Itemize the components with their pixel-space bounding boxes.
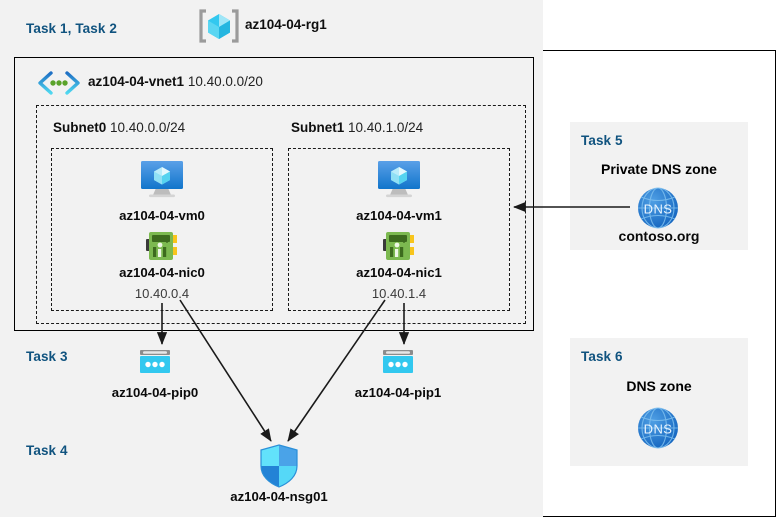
- virtual-machine-icon: [137, 158, 187, 202]
- dns-globe-icon: DNS: [633, 184, 683, 232]
- pip0-label: az104-04-pip0: [111, 385, 199, 400]
- dns-zone-title: DNS zone: [626, 378, 692, 394]
- resource-group-cube-icon: [198, 7, 240, 45]
- task-label-6: Task 6: [581, 349, 623, 364]
- nsg-label: az104-04-nsg01: [230, 489, 328, 504]
- vnet-title: az104-04-vnet1 10.40.0.0/20: [88, 74, 263, 89]
- svg-text:DNS: DNS: [644, 202, 673, 217]
- pip1-label: az104-04-pip1: [354, 385, 442, 400]
- public-ip-address-icon: [135, 347, 175, 379]
- resource-group-header-band: [0, 0, 543, 50]
- subnet0-title: Subnet0 10.40.0.0/24: [53, 120, 186, 135]
- nic1-ip: 10.40.1.4: [371, 286, 427, 301]
- vm1-label: az104-04-vm1: [356, 208, 442, 223]
- virtual-machine-icon: [374, 158, 424, 202]
- task-label-5: Task 5: [581, 133, 623, 148]
- task-label-3: Task 3: [26, 349, 68, 364]
- svg-text:DNS: DNS: [644, 422, 673, 437]
- task-label-4: Task 4: [26, 443, 68, 458]
- task5-panel: [570, 122, 748, 250]
- private-dns-zone-title: Private DNS zone: [601, 161, 717, 177]
- task3-panel: [14, 338, 534, 406]
- nic0-label: az104-04-nic0: [119, 265, 205, 280]
- nic1-label: az104-04-nic1: [356, 265, 442, 280]
- vm0-label: az104-04-vm0: [119, 208, 205, 223]
- task-label-1-2: Task 1, Task 2: [26, 21, 117, 36]
- dns-globe-icon: DNS: [633, 404, 683, 452]
- virtual-network-icon: [36, 70, 82, 96]
- network-security-group-shield-icon: [257, 443, 301, 489]
- nic0-ip: 10.40.0.4: [134, 286, 190, 301]
- public-ip-address-icon: [378, 347, 418, 379]
- resource-group-name: az104-04-rg1: [245, 17, 327, 32]
- network-interface-icon: [381, 229, 417, 263]
- private-dns-zone-name: contoso.org: [618, 228, 700, 244]
- network-interface-icon: [144, 229, 180, 263]
- subnet1-title: Subnet1 10.40.1.0/24: [291, 120, 424, 135]
